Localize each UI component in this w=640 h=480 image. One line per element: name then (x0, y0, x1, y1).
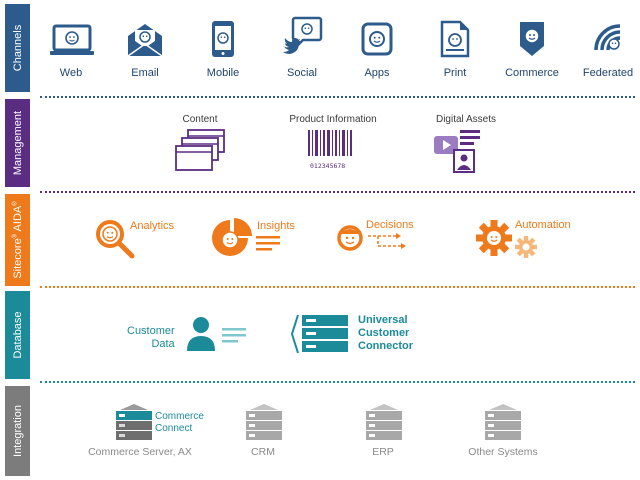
channel-label-mobile: Mobile (206, 67, 240, 79)
social-icon (283, 16, 323, 54)
band-aida: Sitecore® AIDA® (5, 194, 30, 286)
insights-pie-icon (212, 218, 252, 256)
channel-label-web: Web (59, 67, 83, 79)
channel-label-print: Print (443, 67, 467, 79)
customer-person-icon (187, 317, 215, 351)
separator-management (40, 191, 635, 193)
integration-server-label: Commerce Server, AX (88, 446, 192, 458)
print-icon (440, 20, 470, 58)
band-database-label: Database (11, 311, 24, 359)
separator-channels (40, 96, 635, 98)
band-management-label: Management (11, 110, 24, 176)
band-aida-aida: AIDA (11, 205, 24, 232)
commerce-icon (520, 22, 544, 56)
universal-connector-icon (290, 314, 348, 354)
analytics-magnifier-icon (96, 220, 135, 259)
email-icon (127, 24, 163, 57)
insights-lines-icon (256, 236, 280, 251)
barcode-icon (308, 130, 352, 156)
apps-icon (361, 22, 393, 56)
channel-label-apps: Apps (364, 67, 390, 79)
barcode-number: 012345678 (310, 162, 346, 170)
ucc-line2: Customer (358, 327, 410, 339)
integration-crm-label: CRM (251, 446, 275, 458)
channel-label-social: Social (287, 67, 317, 79)
commerce-connect-label: Commerce Connect (155, 411, 204, 435)
separator-database (40, 381, 635, 383)
channel-label-federated: Federated (582, 67, 634, 79)
commerce-connect-line1: Commerce (155, 411, 204, 422)
band-aida-sitecore: Sitecore (11, 238, 24, 279)
band-integration: Integration (5, 386, 30, 476)
decisions-arrows-icon (368, 233, 406, 249)
ucc-line3: Connector (358, 340, 413, 352)
band-aida-label: Sitecore® AIDA® (11, 201, 24, 279)
integration-erp-label: ERP (372, 446, 394, 458)
management-product-label: Product Information (289, 114, 377, 125)
channel-label-commerce: Commerce (505, 67, 559, 79)
band-management: Management (5, 99, 30, 187)
band-channels-label: Channels (11, 24, 24, 72)
band-database: Database (5, 291, 30, 379)
customer-data-line2: Data (151, 338, 175, 350)
ucc-line1: Universal (358, 314, 408, 326)
commerce-server-stack-icon (116, 404, 152, 440)
customer-lines-icon (222, 328, 246, 343)
channel-label-email: Email (131, 67, 159, 79)
management-content-label: Content (182, 114, 218, 125)
aida-insights-label: Insights (257, 220, 295, 232)
band-integration-label: Integration (11, 405, 24, 457)
aida-decisions-label: Decisions (366, 219, 414, 231)
aida-automation-label: Automation (515, 219, 571, 231)
band-channels: Channels (5, 4, 30, 92)
crm-stack-icon (246, 404, 282, 440)
mobile-icon (212, 21, 234, 57)
aida-analytics-label: Analytics (130, 220, 175, 232)
digital-assets-icon (434, 130, 480, 173)
other-systems-stack-icon (485, 404, 521, 440)
web-icon (50, 24, 94, 55)
automation-gears-icon (476, 220, 537, 258)
erp-stack-icon (366, 404, 402, 440)
customer-data-line1: Customer (127, 325, 175, 337)
management-assets-label: Digital Assets (435, 114, 497, 125)
federated-icon (594, 24, 621, 51)
integration-other-label: Other Systems (468, 446, 538, 458)
universal-connector-label: Universal Customer Connector (358, 314, 413, 353)
customer-data-label: Customer Data (127, 325, 175, 351)
separator-aida (40, 286, 635, 288)
commerce-connect-line2: Connect (155, 423, 193, 434)
decisions-face-icon (337, 225, 363, 251)
content-pages-icon (175, 129, 225, 171)
